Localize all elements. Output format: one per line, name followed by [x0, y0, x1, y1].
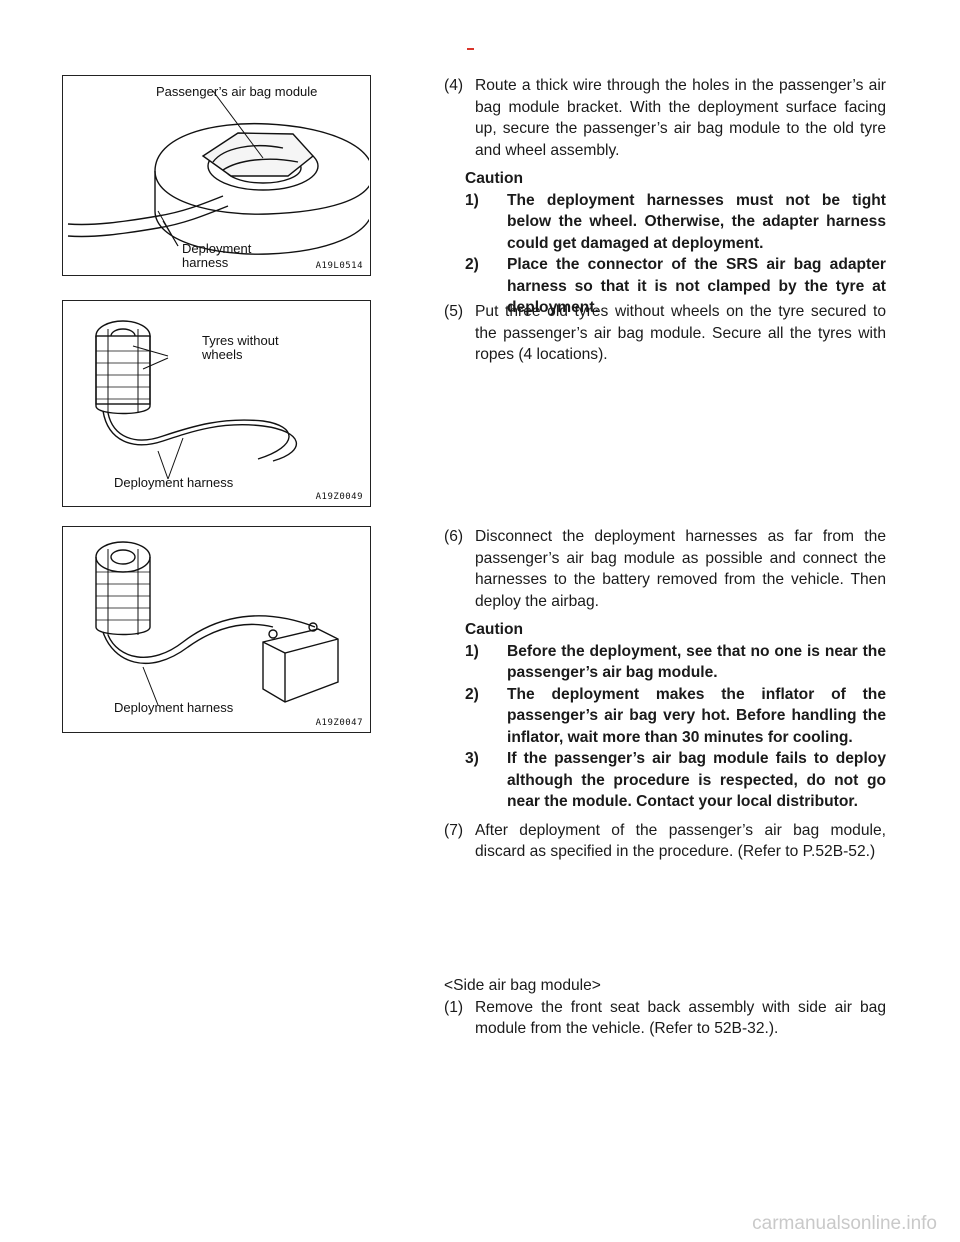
- caution-heading: Caution: [465, 621, 524, 638]
- step-6: (6)Disconnect the deployment harnesses a…: [444, 528, 886, 610]
- side-step-1: (1)Remove the front seat back assembly w…: [444, 998, 886, 1038]
- label-deployment-harness: Deployment harness: [114, 475, 234, 490]
- figure-code: A19Z0047: [315, 718, 363, 728]
- label-passengers-air-bag-module: Passenger’s air bag module: [156, 84, 318, 99]
- caution-item: 2)The deployment makes the inflator of t…: [465, 685, 886, 746]
- text-block-side-air-bag: <Side air bag module> (1)Remove the fron…: [444, 975, 886, 1040]
- text-block-step-5: (5)Put three old tyres without wheels on…: [444, 301, 886, 366]
- step-5: (5)Put three old tyres without wheels on…: [444, 303, 886, 363]
- caution-heading: Caution: [465, 170, 524, 187]
- figure-stacked-tyres: Tyres without wheels Deployment harness …: [62, 300, 371, 507]
- caution-item: 1)Before the deployment, see that no one…: [465, 642, 886, 682]
- label-deployment-harness: Deployment harness: [114, 700, 234, 715]
- tyre-with-module-illustration: [67, 90, 369, 255]
- top-red-mark: [467, 48, 474, 50]
- figure-tyres-and-battery: Deployment harness A19Z0047: [62, 526, 371, 733]
- step-4: (4)Route a thick wire through the holes …: [444, 77, 886, 159]
- text-block-step-6: (6)Disconnect the deployment harnesses a…: [444, 526, 886, 863]
- caution-item: 1)The deployment harnesses must not be t…: [465, 191, 886, 252]
- section-title-side-air-bag: <Side air bag module>: [444, 977, 601, 994]
- tyres-battery-illustration: [95, 541, 339, 706]
- figure-code: A19L0514: [315, 261, 363, 271]
- label-deployment-harness: Deployment harness: [182, 241, 252, 270]
- stacked-tyres-illustration: [95, 320, 297, 480]
- step-7: (7)After deployment of the passenger’s a…: [444, 821, 886, 861]
- figure-code: A19Z0049: [315, 492, 363, 502]
- figure-airbag-on-tyre: Passenger’s air bag module Deployment ha…: [62, 75, 371, 276]
- caution-item: 2)Place the connector of the SRS air bag…: [465, 256, 886, 316]
- text-block-step-4: (4)Route a thick wire through the holes …: [444, 75, 886, 319]
- watermark: carmanualsonline.info: [752, 1213, 937, 1234]
- label-tyres-without-wheels: Tyres without wheels: [202, 333, 279, 362]
- caution-item: 3)If the passenger’s air bag module fail…: [465, 750, 886, 810]
